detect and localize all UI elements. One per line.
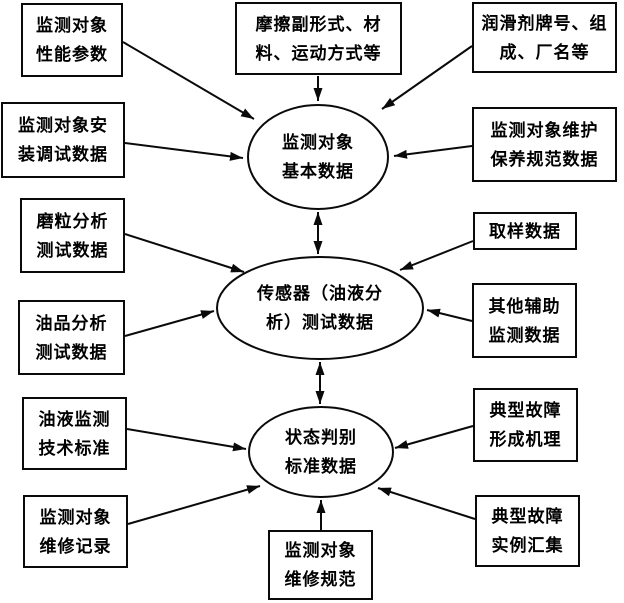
box-maintenance-spec-data-label: 监测对象维护 保养规范数据 <box>490 120 599 169</box>
ellipse-basic-data-label: 监测对象 基本数据 <box>248 105 388 209</box>
ellipse-sensor-test-data <box>216 256 424 360</box>
box-performance-params: 监测对象 性能参数 <box>21 3 123 77</box>
arrow-repair-record-to-standard <box>127 485 261 525</box>
ellipse-basic-data <box>247 104 389 210</box>
box-lubricant-info-label: 润滑剂牌号、组 成、厂名等 <box>481 13 608 62</box>
box-oil-analysis-test-data: 油品分析 测试数据 <box>18 300 125 375</box>
box-oil-monitoring-standards-label: 油液监测 技术标准 <box>38 409 111 458</box>
box-performance-params-label: 监测对象 性能参数 <box>36 16 108 64</box>
box-oil-monitoring-standards: 油液监测 技术标准 <box>22 397 127 470</box>
box-fault-mechanism-label: 典型故障 形成机理 <box>489 401 562 449</box>
box-sampling-data-label: 取样数据 <box>489 221 561 241</box>
ellipse-standard-data <box>248 406 394 498</box>
arrow-standards-to-standard <box>126 428 247 452</box>
box-fault-examples: 典型故障 实例汇集 <box>475 495 580 567</box>
box-maintenance-spec-data: 监测对象维护 保养规范数据 <box>472 107 617 182</box>
box-installation-debug-data-label: 监测对象安 装调试数据 <box>18 116 108 164</box>
ellipse-sensor-test-data-label: 传感器（油液分 析）测试数据 <box>217 257 423 359</box>
box-auxiliary-monitoring-data-label: 其他辅助 监测数据 <box>488 296 561 345</box>
ellipse-sensor-test-data-text: 传感器（油液分 析）测试数据 <box>257 284 383 332</box>
ellipse-basic-data-text: 监测对象 基本数据 <box>282 133 354 181</box>
box-friction-pair-info-label: 摩擦副形式、材 料、运动方式等 <box>255 14 382 63</box>
box-sampling-data: 取样数据 <box>473 212 577 250</box>
box-fault-examples-label: 典型故障 实例汇集 <box>491 507 564 555</box>
arrow-oil-analysis-to-sensor <box>124 310 215 337</box>
box-auxiliary-monitoring-data: 其他辅助 监测数据 <box>472 283 577 358</box>
ellipse-standard-data-label: 状态判别 标准数据 <box>249 407 393 497</box>
arrow-maint-spec-to-basic <box>393 145 473 159</box>
box-fault-mechanism: 典型故障 形成机理 <box>473 388 578 462</box>
box-wear-particle-test-data: 磨粒分析 测试数据 <box>20 198 125 273</box>
arrow-installation-to-basic <box>124 142 244 161</box>
box-wear-particle-test-data-label: 磨粒分析 测试数据 <box>36 211 109 260</box>
box-repair-spec-label: 监测对象 维修规范 <box>284 541 357 589</box>
arrow-fault-mechanism-to-standard <box>394 425 474 449</box>
box-lubricant-info: 润滑剂牌号、组 成、厂名等 <box>472 2 617 73</box>
ellipse-standard-data-text: 状态判别 标准数据 <box>285 428 357 476</box>
box-oil-analysis-test-data-label: 油品分析 测试数据 <box>35 313 108 362</box>
arrow-auxiliary-to-sensor <box>426 308 473 322</box>
box-repair-record-label: 监测对象 维修记录 <box>39 507 112 556</box>
arrow-sampling-to-sensor <box>399 240 474 271</box>
arrow-wear-particle-to-sensor <box>124 233 245 273</box>
box-repair-spec: 监测对象 维修规范 <box>268 530 373 600</box>
box-repair-record: 监测对象 维修记录 <box>23 495 128 568</box>
box-installation-debug-data: 监测对象安 装调试数据 <box>1 102 125 178</box>
arrow-performance-to-basic <box>122 41 255 120</box>
arrow-fault-examples-to-standard <box>377 487 476 520</box>
arrow-lubricant-to-basic <box>381 45 473 110</box>
box-friction-pair-info: 摩擦副形式、材 料、运动方式等 <box>235 2 402 75</box>
